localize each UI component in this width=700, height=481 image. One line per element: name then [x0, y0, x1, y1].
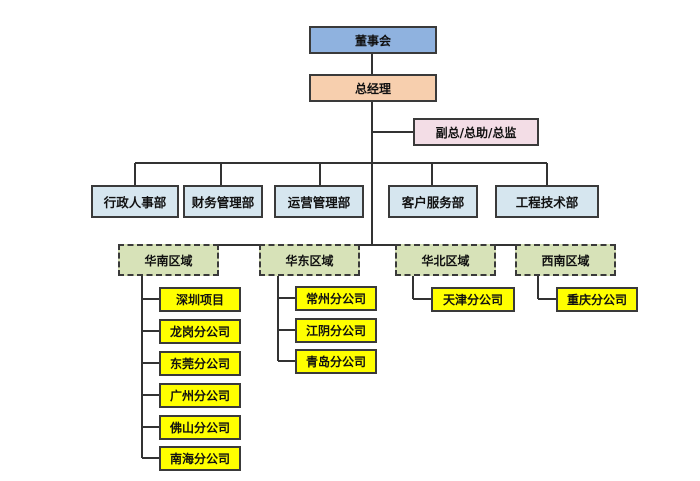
branch-node: 重庆分公司	[556, 287, 638, 312]
region-node: 西南区域	[515, 244, 616, 276]
department-node: 客户服务部	[388, 185, 478, 218]
deputies-node: 副总/总助/总监	[413, 118, 539, 146]
board-node: 董事会	[309, 26, 437, 54]
general-manager-node: 总经理	[309, 74, 437, 102]
department-node: 财务管理部	[183, 185, 263, 218]
branch-node: 江阴分公司	[295, 318, 377, 343]
branch-node: 常州分公司	[295, 286, 377, 311]
branch-node: 佛山分公司	[159, 415, 241, 440]
department-node: 工程技术部	[495, 185, 599, 218]
branch-node: 青岛分公司	[295, 349, 377, 374]
branch-node: 南海分公司	[159, 446, 241, 471]
branch-node: 龙岗分公司	[159, 319, 241, 344]
branch-node: 天津分公司	[431, 287, 515, 312]
branch-node: 东莞分公司	[159, 351, 241, 376]
department-node: 运营管理部	[274, 185, 364, 218]
department-node: 行政人事部	[91, 185, 179, 218]
region-node: 华南区域	[118, 244, 219, 276]
branch-node: 深圳项目	[159, 287, 241, 312]
branch-node: 广州分公司	[159, 383, 241, 408]
region-node: 华北区域	[395, 244, 496, 276]
region-node: 华东区域	[259, 244, 360, 276]
